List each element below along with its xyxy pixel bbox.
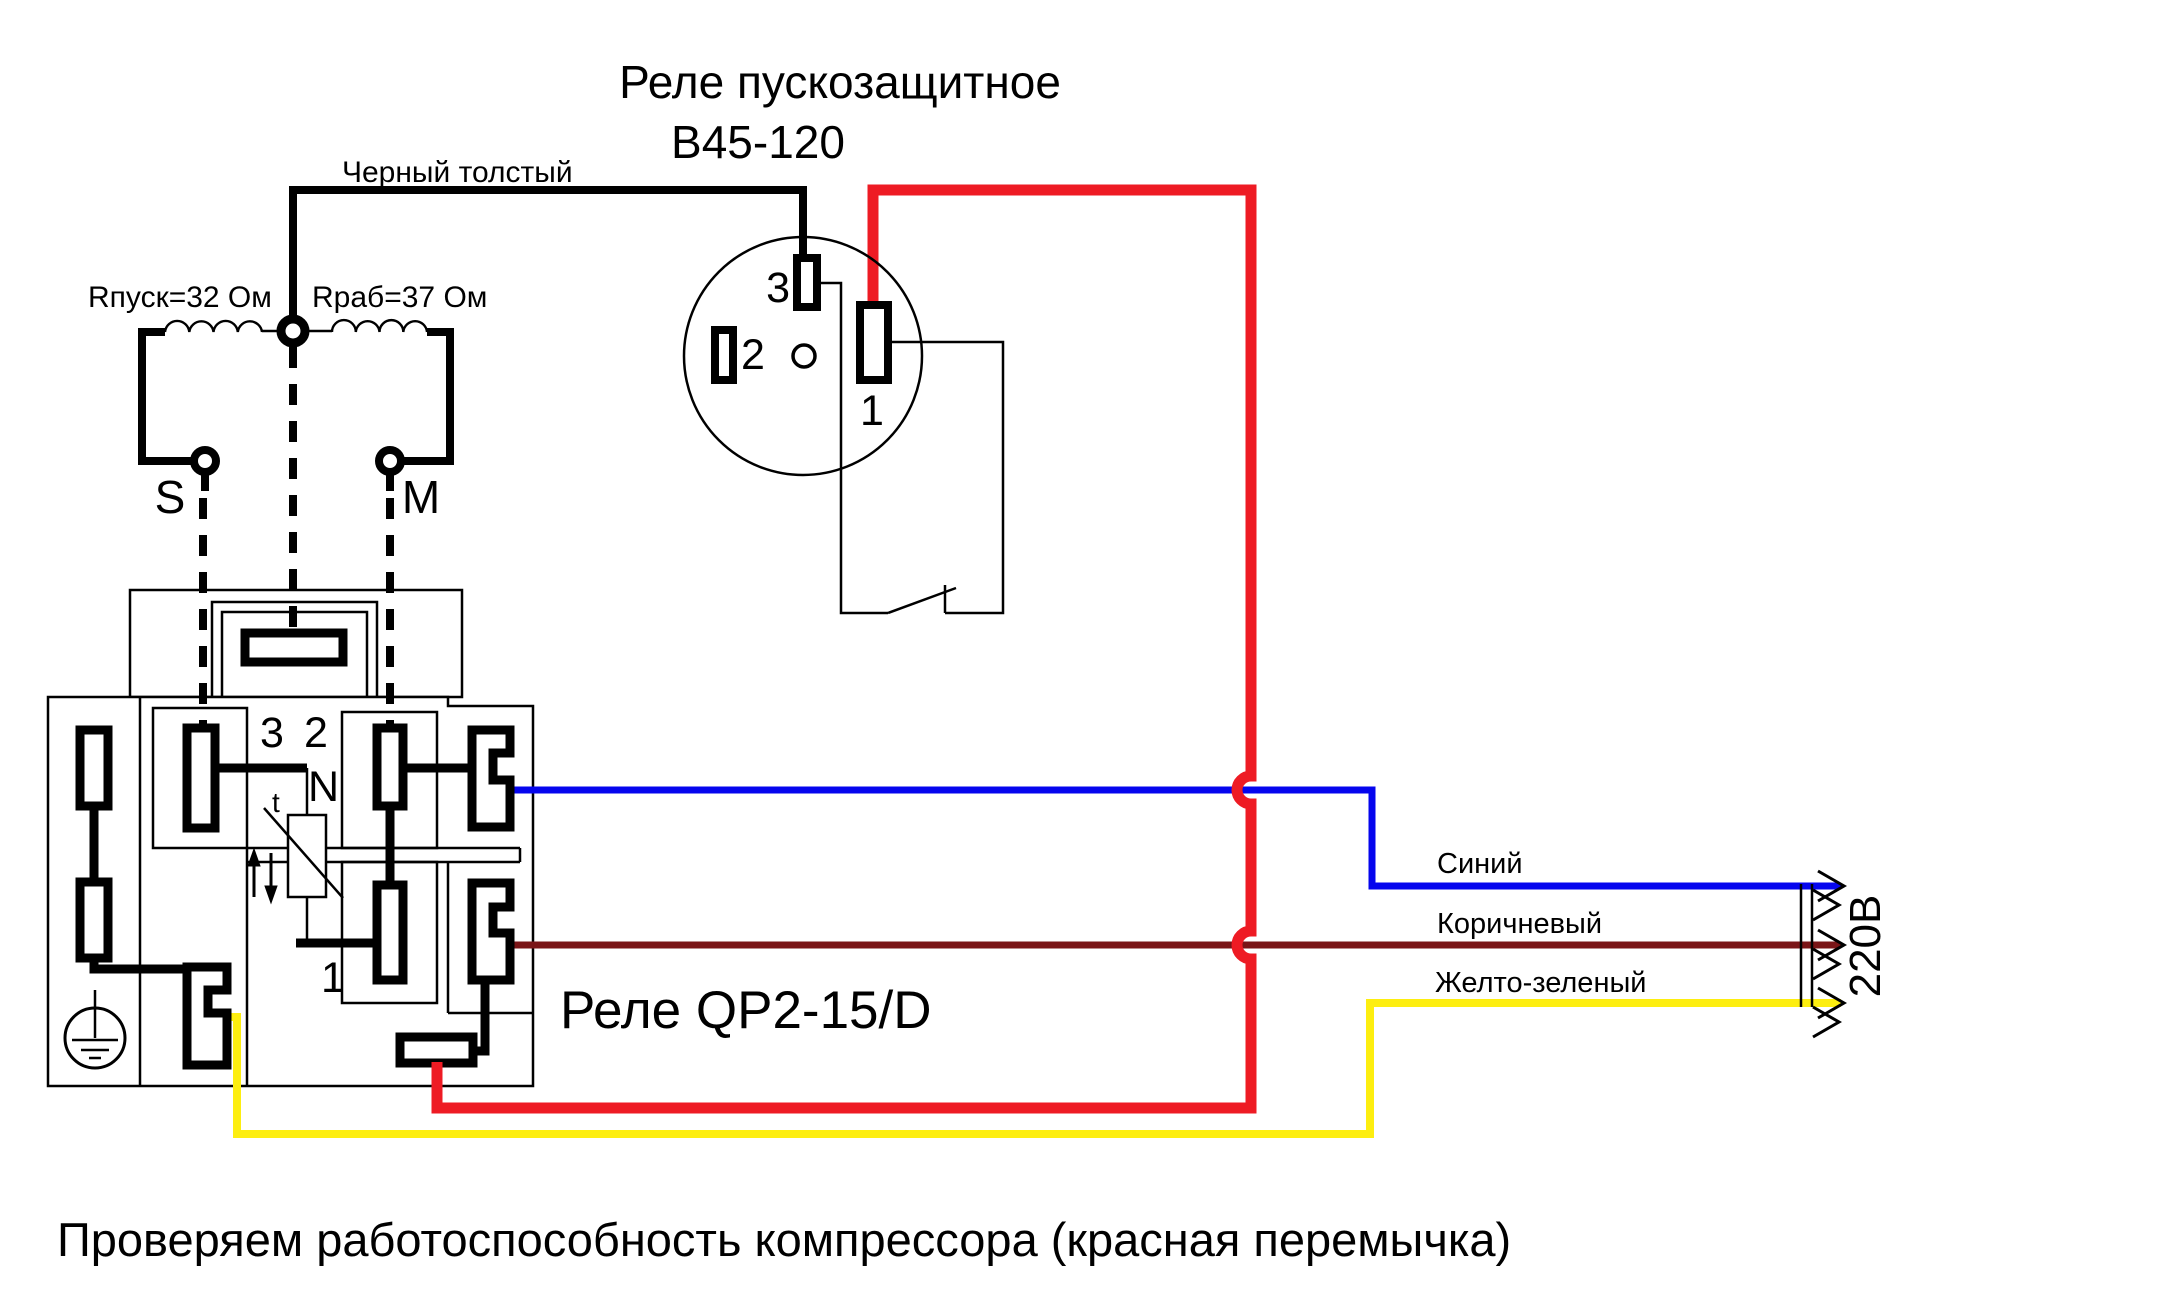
plug-connector: 3 2 1 <box>682 235 1005 615</box>
black-thick-wire <box>289 186 807 331</box>
yellow-green-wire <box>210 999 1841 1138</box>
blue-arrow-icon <box>1817 869 1848 903</box>
blue-wire <box>495 786 1841 890</box>
blue-arrow2-icon <box>1812 888 1843 922</box>
relay-n-label: N <box>308 763 339 811</box>
r-run-label: Rраб=37 Ом <box>312 281 487 314</box>
relay-pin2-label: 2 <box>304 709 328 757</box>
plug-outline <box>682 235 924 477</box>
relay-heater-bar <box>240 628 348 667</box>
caption: Проверяем работоспособность компрессора … <box>57 1213 1511 1266</box>
relay-left-to-hook <box>89 958 210 974</box>
protective-switch <box>817 281 1005 615</box>
brown-arrow2-icon <box>1812 947 1843 981</box>
relay-hook-brown <box>467 878 515 985</box>
black-wire-label: Черный толстый <box>342 156 573 189</box>
plug-center-hole <box>791 343 817 369</box>
red-jumper-wire <box>431 184 1257 1114</box>
start-winding-coil <box>163 319 264 333</box>
voltage-label: 220В <box>1841 895 1890 998</box>
relay-pin3-label: 3 <box>260 709 284 757</box>
plug-pin3-label: 3 <box>766 264 790 312</box>
center-tap-node <box>276 314 310 348</box>
r-start-label: Rпуск=32 Ом <box>88 281 272 314</box>
plug-pin3 <box>793 254 821 311</box>
relay-bottom-terminal <box>395 1032 478 1068</box>
motor-windings: Rпуск=32 Ом Rраб=37 Ом Черный толстый S … <box>88 156 807 523</box>
relay-pin1-label: 1 <box>321 954 345 1002</box>
brown-wire-label: Коричневый <box>1437 908 1602 940</box>
ground-symbol <box>63 990 127 1070</box>
relay-left-terminal-upper <box>75 725 113 811</box>
yellow-wire-label: Желто-зеленый <box>1435 967 1647 999</box>
relay-pin2-terminal <box>372 723 408 811</box>
up-arrow-icon <box>247 847 261 867</box>
mains-output: Синий Коричневый Желто-зеленый 220В <box>1435 848 1890 1039</box>
terminal-m-label: M <box>402 471 440 523</box>
title-block: Реле пускозащитное В45-120 <box>619 56 1061 168</box>
yellow-arrow-icon <box>1817 986 1848 1020</box>
plug-pin1-label: 1 <box>860 387 884 435</box>
relay-pin3-terminal <box>182 723 220 833</box>
run-winding-lead <box>401 328 454 465</box>
title-line1: Реле пускозащитное <box>619 56 1061 108</box>
dashed-links <box>199 347 394 742</box>
mains-wires <box>210 786 1841 1138</box>
terminal-s-label: S <box>155 471 186 523</box>
hook-to-bottom-terminal <box>474 980 490 1056</box>
blue-wire-label: Синий <box>1437 848 1523 880</box>
title-line2: В45-120 <box>671 116 845 168</box>
thermal-t-label: t <box>272 787 280 818</box>
terminal-s-circle <box>190 446 220 476</box>
relay-internals: 3 2 N t 1 <box>63 628 515 1070</box>
run-winding-coil <box>330 318 429 333</box>
contact-motion-arrows <box>247 847 278 905</box>
plug-pin1 <box>856 301 892 384</box>
terminal-m-circle <box>375 446 405 476</box>
relay-hook-yellow <box>182 962 232 1070</box>
relay-pin1-terminal <box>372 880 408 985</box>
wire-arrowheads <box>1812 869 1848 1039</box>
relay-hook-blue <box>467 725 515 832</box>
down-arrow-icon <box>264 885 278 905</box>
start-winding-lead <box>138 328 194 465</box>
plug-pin2 <box>711 326 737 384</box>
plug-pin2-label: 2 <box>741 331 765 379</box>
relay-left-terminal-lower <box>75 877 113 963</box>
brown-arrow-icon <box>1817 928 1848 962</box>
yellow-arrow2-icon <box>1812 1005 1843 1039</box>
thermal-diagonal <box>263 807 344 899</box>
relay-name-label: Реле QP2-15/D <box>560 981 932 1040</box>
